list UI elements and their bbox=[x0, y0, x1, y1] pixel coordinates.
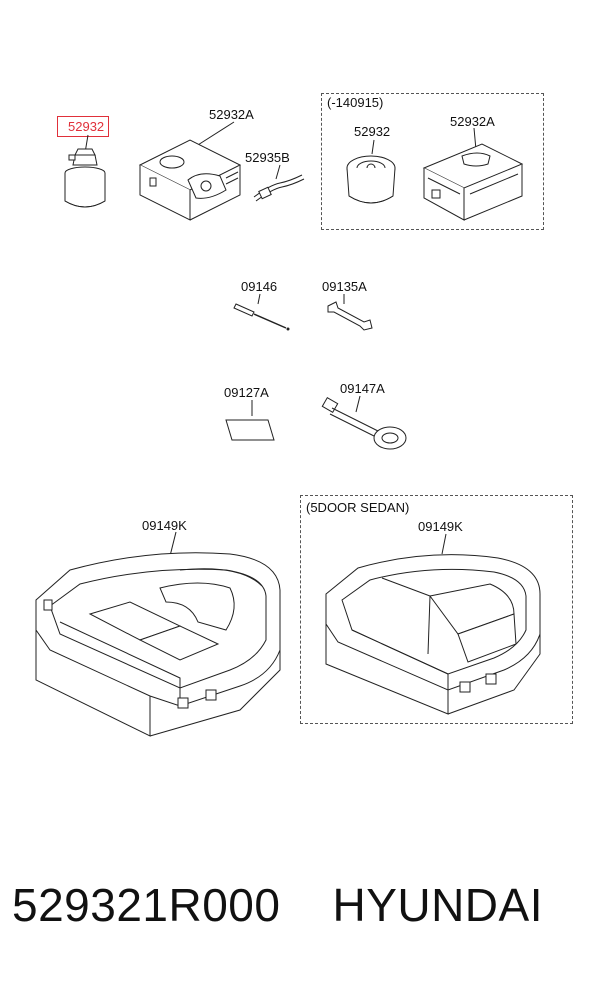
part-label-52932A: 52932A bbox=[209, 107, 254, 122]
label-sheet-illustration bbox=[222, 400, 282, 444]
part-label-09127A: 09127A bbox=[224, 385, 269, 400]
luggage-tray-illustration bbox=[30, 530, 290, 740]
part-label-09149K-sedan: 09149K bbox=[418, 519, 463, 534]
dated-group-caption: (-140915) bbox=[327, 95, 384, 110]
footer-caption: 529321R000 HYUNDAI bbox=[12, 878, 543, 932]
highlight-box-52932 bbox=[57, 116, 109, 137]
part-label-09135A: 09135A bbox=[322, 279, 367, 294]
brand-name: HYUNDAI bbox=[332, 879, 543, 931]
screwdriver-illustration bbox=[232, 294, 290, 331]
compressor-illustration bbox=[130, 120, 250, 230]
part-label-09146: 09146 bbox=[241, 279, 278, 294]
sedan-group-caption: (5DOOR SEDAN) bbox=[306, 500, 410, 515]
tow-hook-illustration bbox=[318, 396, 414, 456]
sealant-bottle-dated-illustration bbox=[338, 140, 404, 210]
part-label-52932-dated: 52932 bbox=[354, 124, 391, 139]
sedan-group-box bbox=[300, 495, 573, 724]
wrench-illustration bbox=[324, 294, 374, 334]
part-label-09149K: 09149K bbox=[142, 518, 187, 533]
part-label-52932-highlighted: 52932 bbox=[68, 119, 105, 134]
part-number: 529321R000 bbox=[12, 879, 281, 931]
part-label-09147A: 09147A bbox=[340, 381, 385, 396]
hose-illustration bbox=[250, 165, 310, 205]
sealant-bottle-illustration bbox=[55, 135, 115, 215]
part-label-52935B: 52935B bbox=[245, 150, 290, 165]
dated-group-box bbox=[321, 93, 544, 230]
part-label-52932A-dated: 52932A bbox=[450, 114, 495, 129]
compressor-dated-illustration bbox=[418, 128, 528, 224]
luggage-tray-sedan-illustration bbox=[318, 534, 548, 714]
